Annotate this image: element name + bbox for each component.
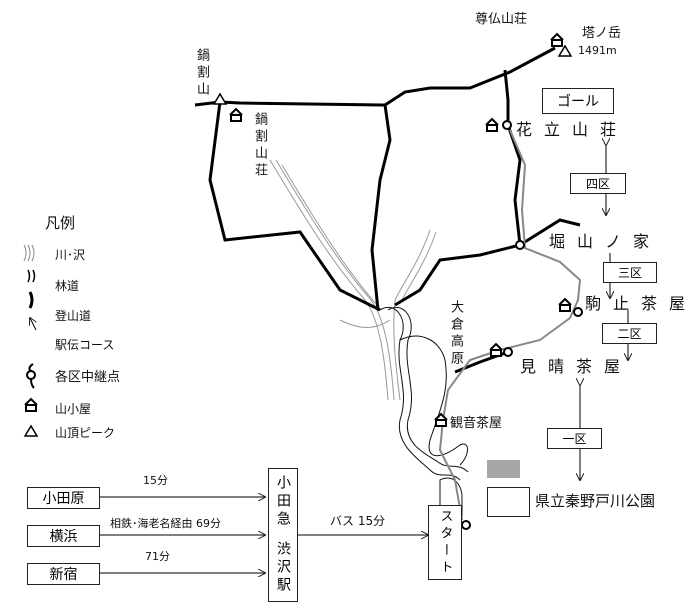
bus-time: バス 15分 bbox=[330, 514, 386, 528]
section-1-box: 一区 bbox=[547, 428, 602, 449]
park-legend-box bbox=[487, 487, 530, 517]
legend-item: 山小屋 bbox=[55, 402, 92, 416]
hut-label: 鍋割山荘 bbox=[252, 112, 267, 180]
goal-box: ゴール bbox=[542, 88, 614, 114]
station-box: 小田急 渋沢駅 bbox=[268, 468, 298, 602]
checkpoint-label: 堀山ノ家 bbox=[549, 232, 662, 251]
section-3-box: 三区 bbox=[603, 262, 657, 283]
checkpoint-label: 花立山荘 bbox=[516, 120, 629, 139]
travel-time: 相鉄･海老名経由 69分 bbox=[110, 517, 221, 530]
legend-title: 凡例 bbox=[45, 214, 76, 232]
legend-item: 川･沢 bbox=[55, 248, 86, 262]
legend-item: 駅伝コース bbox=[55, 338, 115, 352]
travel-time: 71分 bbox=[145, 550, 170, 563]
hut-icons bbox=[229, 32, 572, 427]
place-label: 観音茶屋 bbox=[450, 416, 503, 431]
legend-item: 各区中継点 bbox=[55, 370, 121, 385]
section-4-box: 四区 bbox=[570, 173, 626, 194]
checkpoint-label: 見晴茶屋 bbox=[520, 357, 633, 376]
legend-item: 山頂ピーク bbox=[55, 426, 116, 440]
origin-box: 横浜 bbox=[27, 525, 100, 547]
origin-box: 小田原 bbox=[27, 487, 100, 509]
peak-label: 鍋割山 bbox=[194, 48, 209, 99]
ekiden-course bbox=[438, 129, 582, 521]
elevation-label: 1491m bbox=[578, 44, 617, 57]
station-label-top: 小田急 bbox=[275, 475, 291, 529]
park-label: 県立秦野戸川公園 bbox=[535, 492, 656, 510]
section-2-box: 二区 bbox=[602, 323, 657, 344]
legend-icons bbox=[23, 244, 39, 437]
relay-points bbox=[461, 120, 583, 530]
peak-label: 塔ノ岳 bbox=[582, 26, 622, 41]
place-label: 大倉高原 bbox=[448, 300, 463, 368]
forest-roads bbox=[379, 306, 469, 520]
peak-icons bbox=[212, 44, 573, 105]
legend-item: 登山道 bbox=[55, 309, 92, 323]
travel-time: 15分 bbox=[143, 474, 168, 487]
checkpoint-label: 駒止茶屋 bbox=[585, 294, 698, 313]
station-label-bottom: 渋沢駅 bbox=[275, 541, 291, 595]
mountain-trails bbox=[194, 46, 581, 374]
park-swatch bbox=[487, 460, 520, 478]
legend-item: 林道 bbox=[55, 279, 80, 293]
hut-label: 尊仏山荘 bbox=[475, 12, 528, 27]
start-box: スタート bbox=[428, 505, 462, 580]
rivers bbox=[269, 159, 437, 401]
origin-box: 新宿 bbox=[27, 563, 100, 585]
